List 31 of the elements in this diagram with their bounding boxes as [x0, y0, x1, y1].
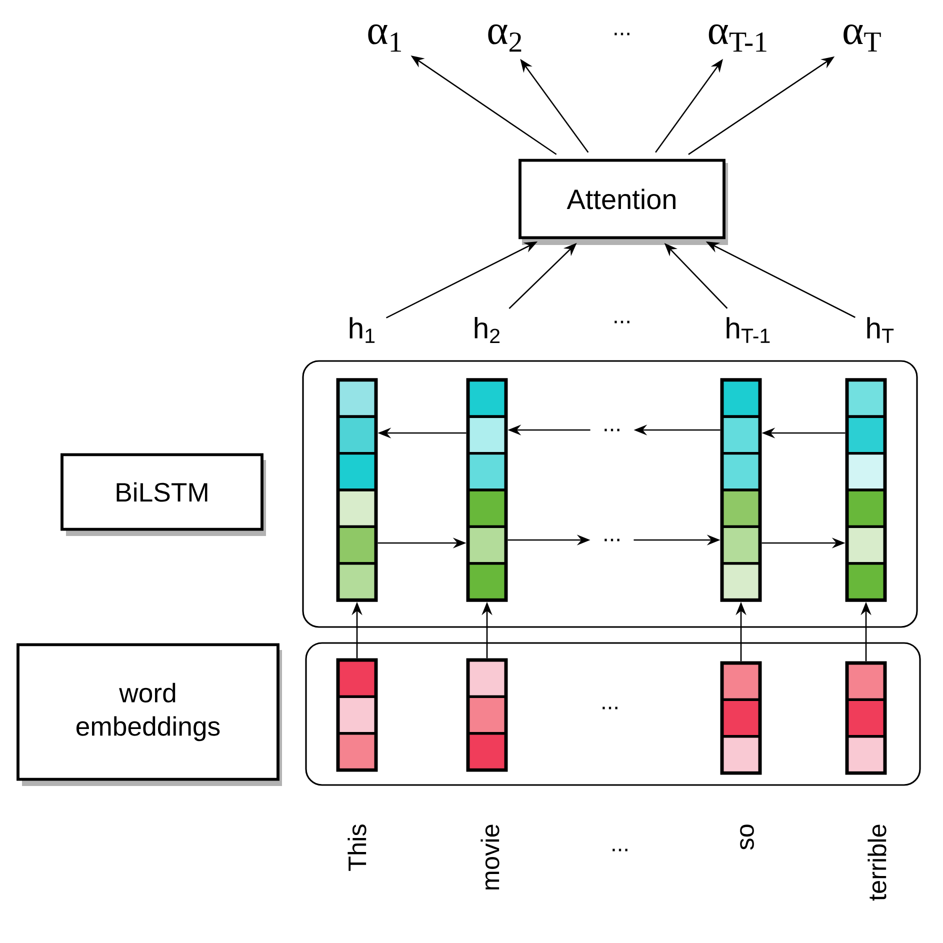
vector-column — [845, 378, 887, 602]
vector-column — [466, 658, 508, 772]
vector-column — [336, 378, 378, 602]
layer-panel — [305, 642, 921, 786]
word-label: terrible — [868, 824, 886, 901]
alpha-label: α$_{T-1}$ — [708, 24, 766, 52]
word-label: This — [348, 824, 366, 871]
vector-column — [845, 661, 887, 775]
hidden-state-label: h$_{T}$ — [867, 317, 894, 343]
alpha-label: α$_{2}$ — [488, 24, 522, 52]
hidden-state-label: h$_{T-1}$ — [726, 317, 770, 343]
hidden-state-label: h$_{1}$ — [350, 317, 375, 343]
attention-box: Attention — [518, 158, 728, 245]
word-label: so — [740, 824, 754, 850]
ellipsis: ... — [604, 538, 620, 542]
word-label: movie — [480, 824, 500, 890]
ellipsis: ... — [612, 848, 628, 852]
vector-column — [720, 378, 762, 602]
alpha-label: α$_{1}$ — [368, 24, 401, 52]
ellipsis: ... — [604, 428, 620, 432]
ellipsis: ... — [602, 706, 618, 710]
ellipsis: ... — [614, 32, 630, 36]
hidden-state-label: h$_{2}$ — [474, 316, 500, 344]
vector-column — [336, 658, 378, 772]
module-box: BiLSTM — [60, 453, 266, 536]
vector-column — [720, 661, 762, 775]
alpha-label: α$_{T}$ — [844, 24, 881, 52]
vector-column — [466, 378, 508, 602]
ellipsis: ... — [614, 320, 630, 324]
module-box: word embeddings — [16, 643, 282, 786]
layer-panel — [302, 360, 918, 628]
